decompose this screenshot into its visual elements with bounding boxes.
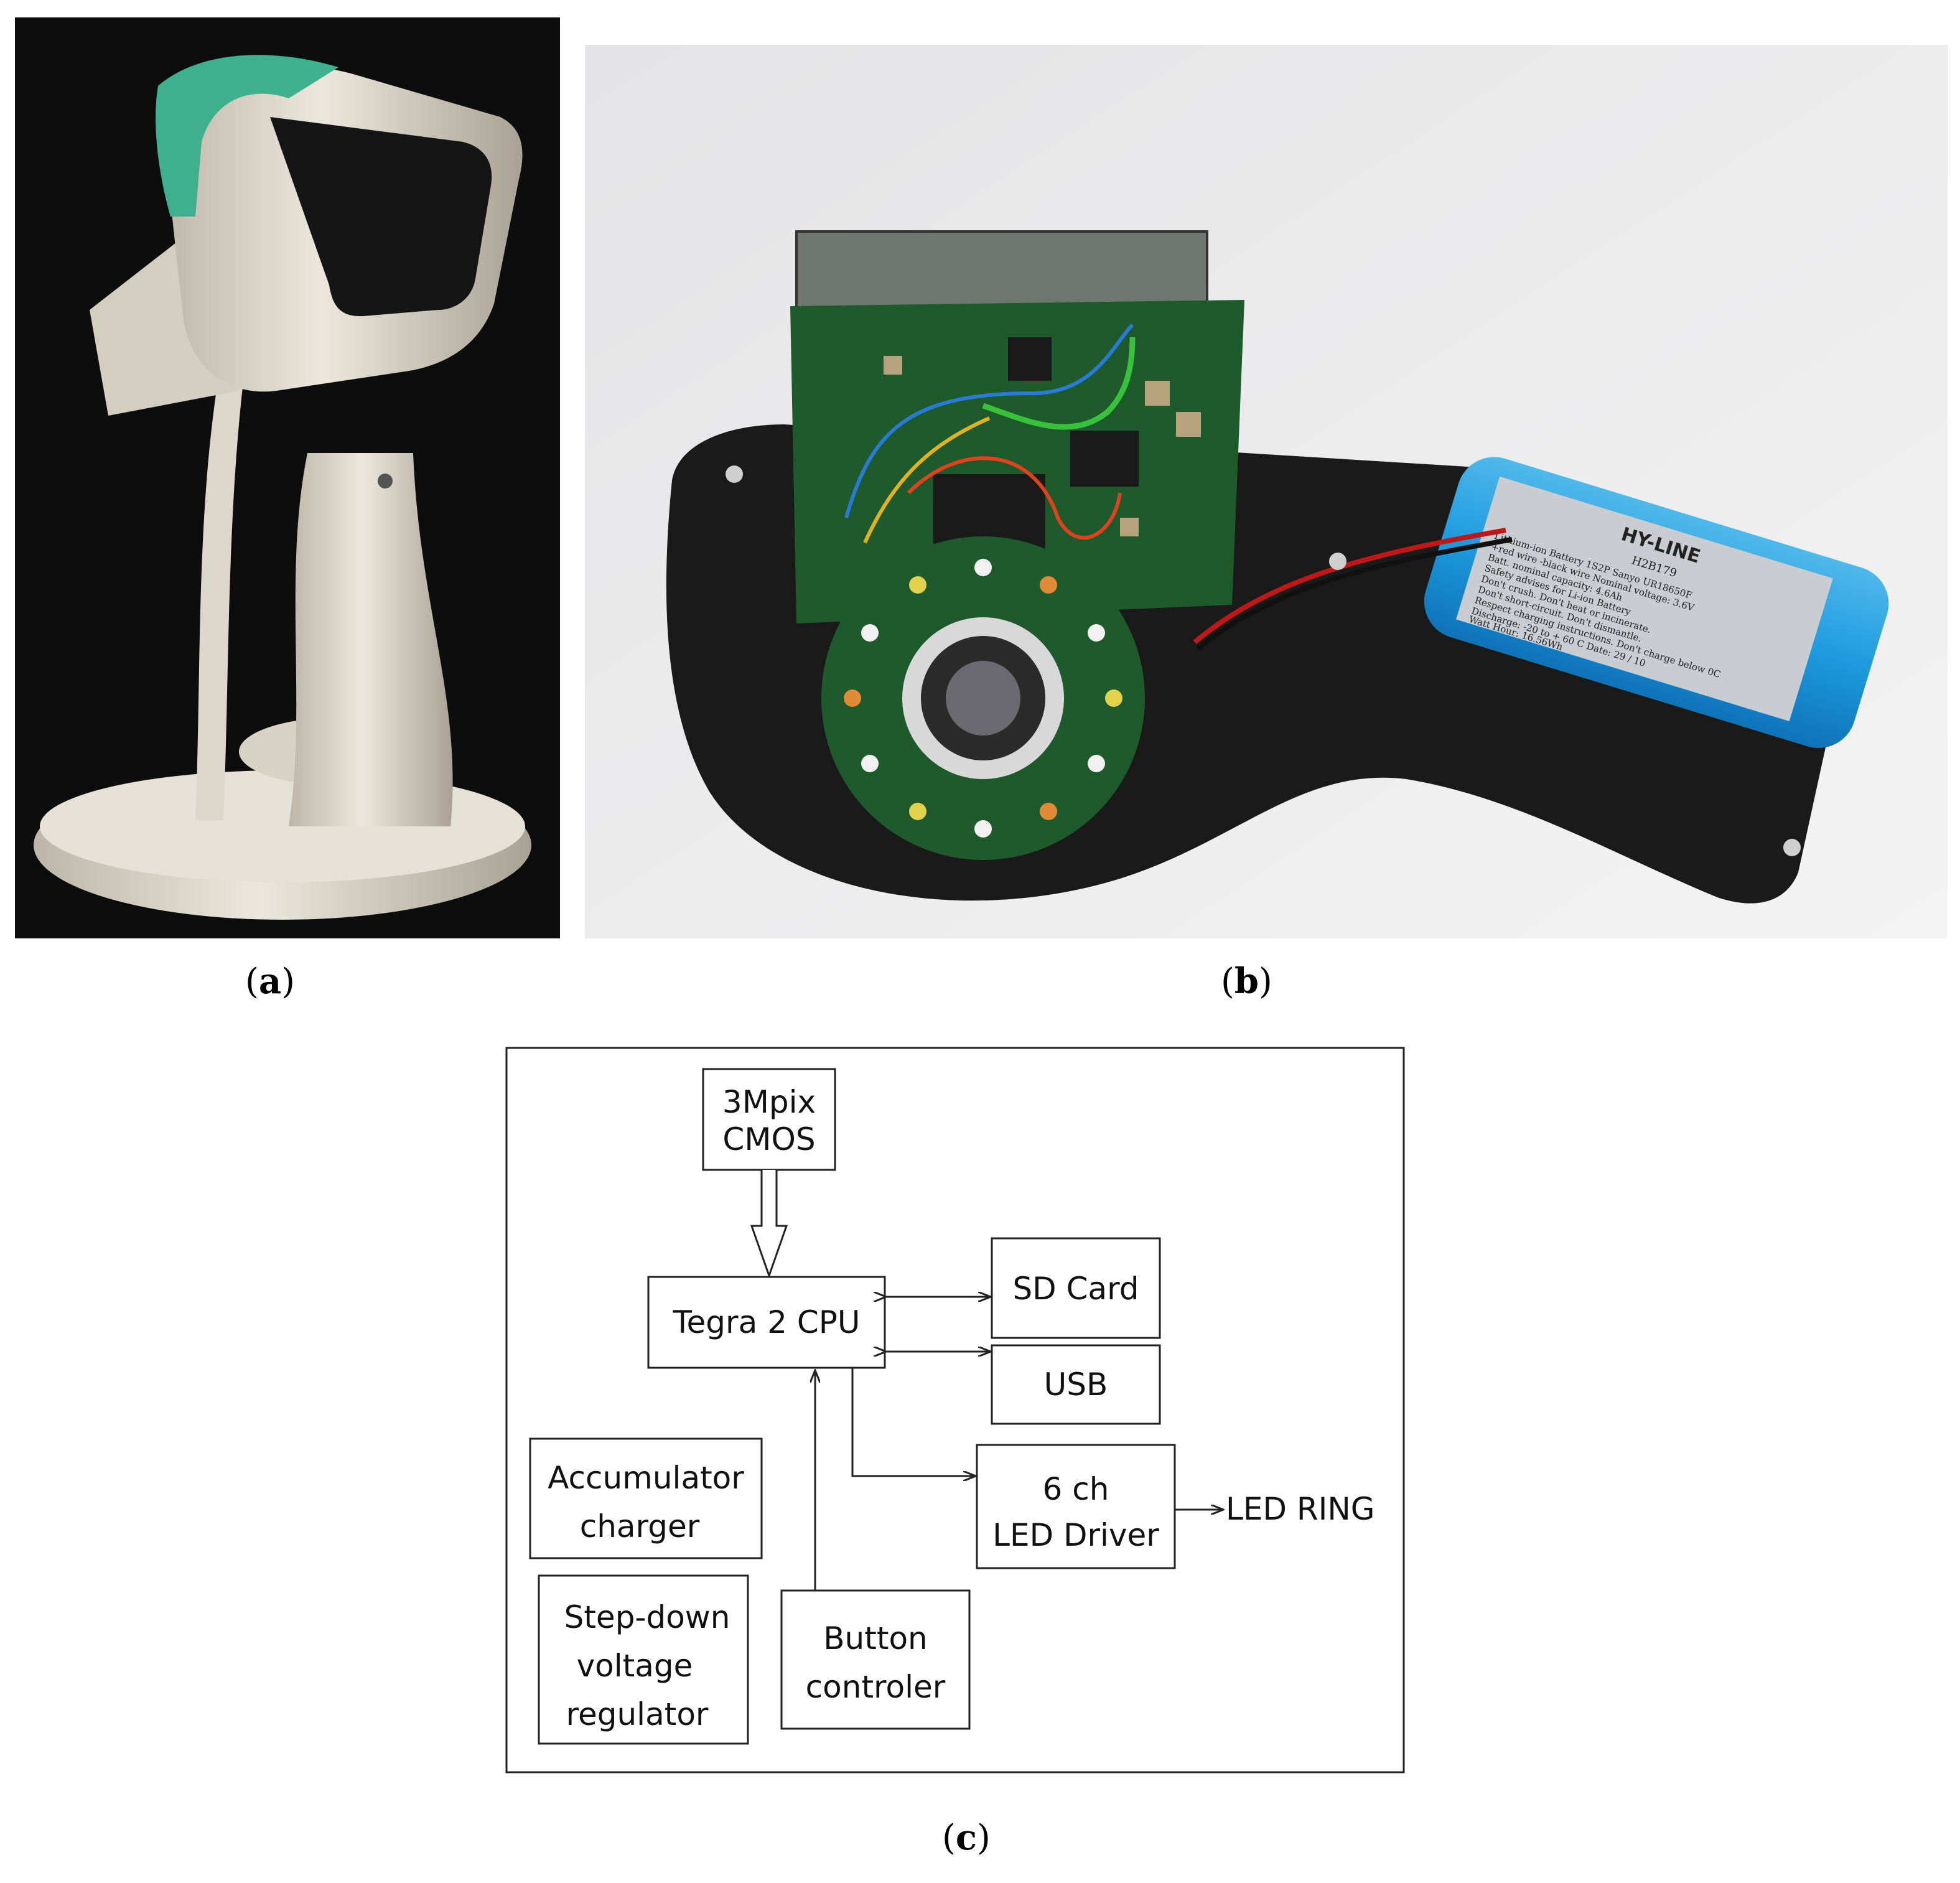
block-regulator-line1: Step-down xyxy=(564,1599,730,1635)
arrow-cmos-to-cpu xyxy=(750,1170,788,1279)
block-led-driver-line2: LED Driver xyxy=(992,1517,1159,1553)
device-grip xyxy=(289,453,453,826)
block-cpu-label: Tegra 2 CPU xyxy=(672,1304,860,1340)
panel-label-c: (c) xyxy=(942,1817,991,1858)
block-diagram-svg: 3Mpix CMOS Tegra 2 CPU SD Card USB 6 ch … xyxy=(505,1047,1405,1773)
block-usb-label: USB xyxy=(1044,1367,1108,1403)
arrow-cpu-to-led-driver xyxy=(851,1368,976,1476)
block-regulator-line3: regulator xyxy=(566,1696,709,1732)
block-cpu: Tegra 2 CPU xyxy=(647,1276,886,1369)
panel-label-a: (a) xyxy=(245,961,296,1002)
block-led-driver-line1: 6 ch xyxy=(1043,1471,1109,1507)
led-ring-label: LED RING xyxy=(1226,1491,1374,1527)
block-regulator-line2: voltage xyxy=(577,1648,693,1684)
block-cmos-line1: 3Mpix xyxy=(722,1084,816,1120)
block-button-line2: controler xyxy=(806,1669,946,1705)
block-sd-card-label: SD Card xyxy=(1012,1271,1139,1307)
block-sd-card: SD Card xyxy=(991,1237,1161,1339)
green-top-pad xyxy=(156,55,338,217)
block-led-driver: 6 ch LED Driver xyxy=(976,1444,1176,1569)
block-voltage-regulator: Step-down voltage regulator xyxy=(538,1574,749,1745)
block-charger-line2: charger xyxy=(580,1508,700,1544)
block-button-controller: Button controler xyxy=(780,1589,971,1730)
block-charger-line1: Accumulator xyxy=(548,1460,744,1496)
block-cmos-line2: CMOS xyxy=(722,1121,815,1157)
battery: HY-LINE H2B179 Lithium-ion Battery 1S2P … xyxy=(1424,457,1889,749)
led-ring xyxy=(821,536,1145,860)
device-illustration xyxy=(15,17,560,938)
screen xyxy=(270,117,492,317)
block-accumulator-charger: Accumulator charger xyxy=(529,1437,763,1559)
block-usb: USB xyxy=(991,1344,1161,1425)
block-cmos: 3Mpix CMOS xyxy=(702,1068,836,1171)
block-diagram: 3Mpix CMOS Tegra 2 CPU SD Card USB 6 ch … xyxy=(504,1045,1407,1775)
block-button-line1: Button xyxy=(823,1620,927,1656)
main-pcb xyxy=(790,300,1244,624)
photo-device-internals: HY-LINE H2B179 Lithium-ion Battery 1S2P … xyxy=(585,45,1948,938)
internals-illustration: HY-LINE H2B179 Lithium-ion Battery 1S2P … xyxy=(585,45,1948,938)
panel-label-b: (b) xyxy=(1221,961,1272,1002)
photo-assembled-device xyxy=(15,17,560,938)
